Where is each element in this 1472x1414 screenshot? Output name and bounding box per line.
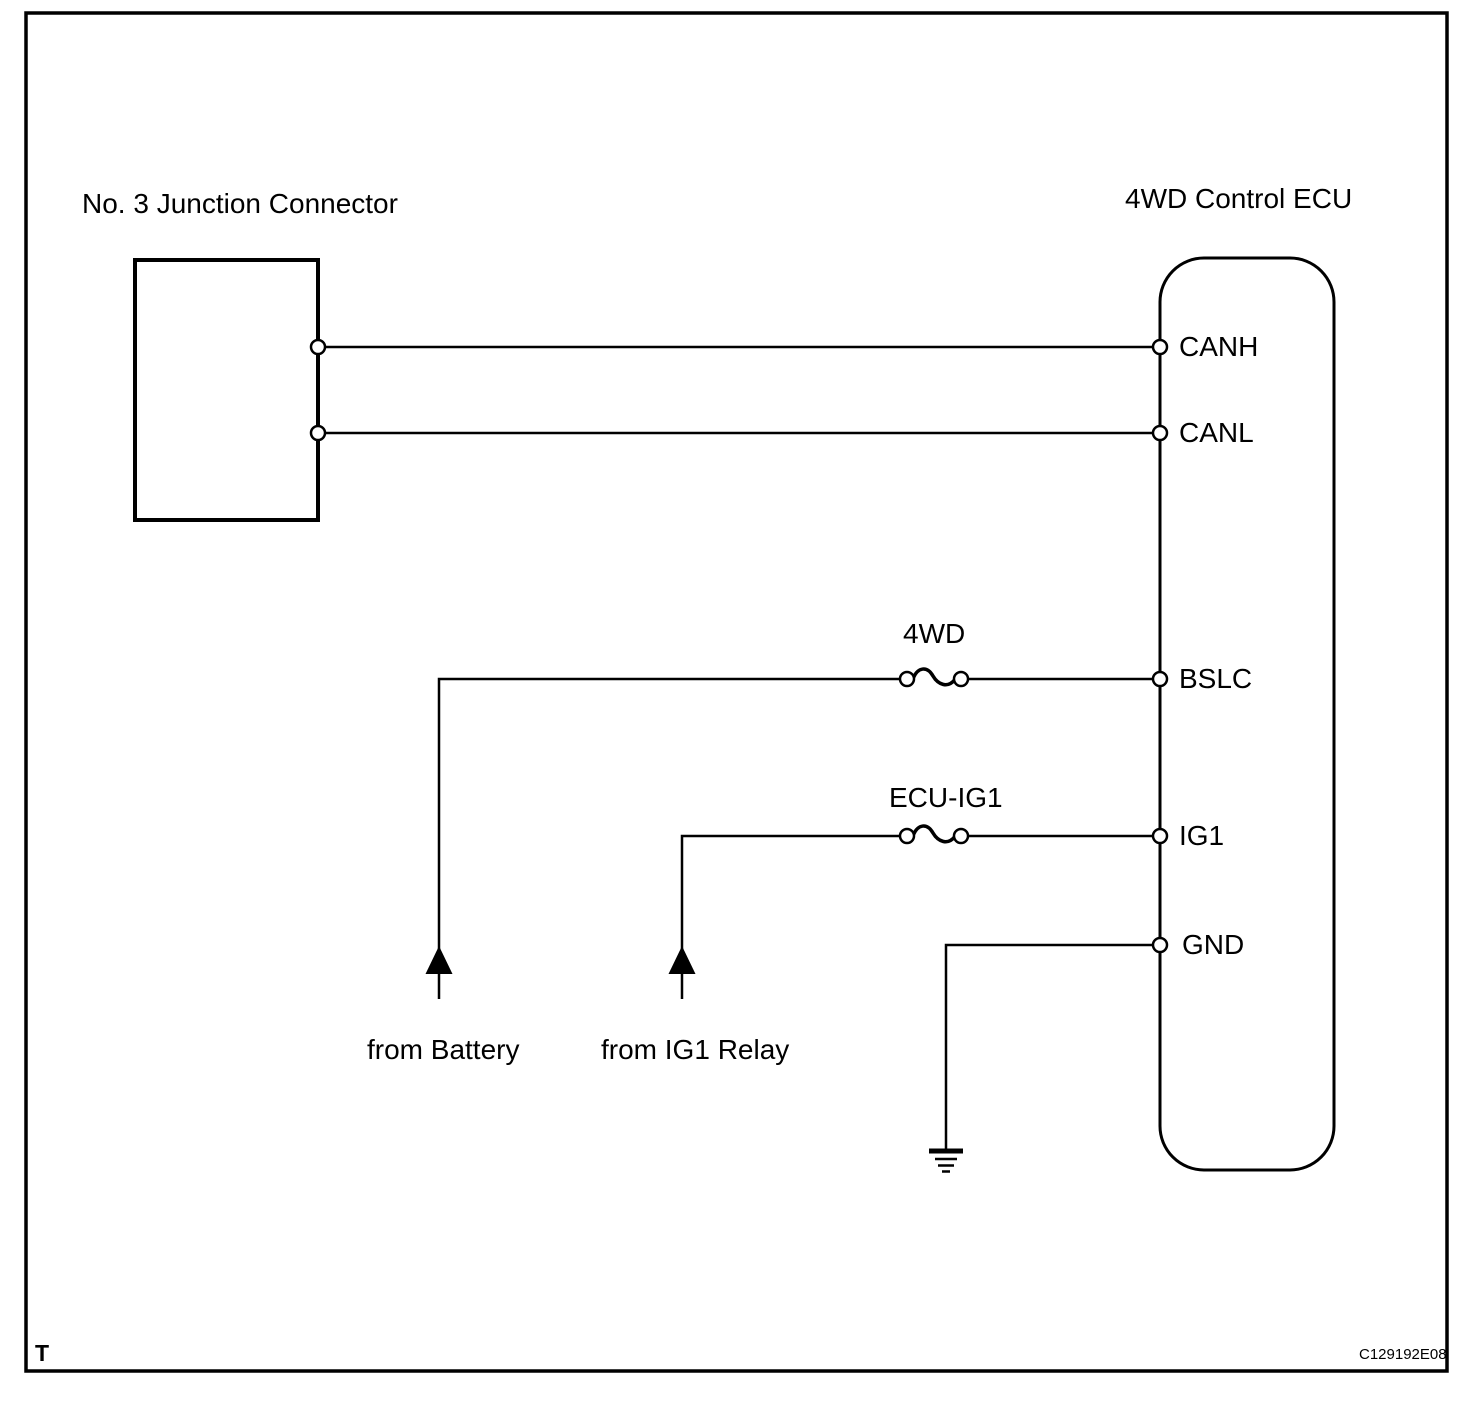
ecu-label: 4WD Control ECU — [1125, 183, 1352, 214]
ecu-pin-ig1 — [1151, 827, 1169, 845]
page-marker: T — [35, 1340, 49, 1366]
junction-pin-canh — [309, 338, 327, 356]
wire-gnd — [944, 943, 1160, 1149]
pin-label-canh: CANH — [1179, 331, 1258, 362]
ground-icon — [929, 1148, 963, 1173]
ig1-relay-arrow-icon — [668, 946, 696, 974]
pin-label-gnd: GND — [1182, 929, 1244, 960]
ig1-relay-source-label: from IG1 Relay — [601, 1034, 789, 1065]
junction-connector-label: No. 3 Junction Connector — [82, 188, 398, 219]
junction-pin-canl — [309, 424, 327, 442]
ecu-pin-gnd — [1151, 936, 1169, 954]
wire-ig1-left — [680, 834, 901, 999]
fuse-4wd-icon — [898, 667, 970, 688]
pin-label-bslc: BSLC — [1179, 663, 1252, 694]
ecu-pin-bslc — [1151, 670, 1169, 688]
pin-label-ig1: IG1 — [1179, 820, 1224, 851]
wire-bslc-left — [437, 677, 901, 999]
pin-label-canl: CANL — [1179, 417, 1254, 448]
fuse-ecu-ig1-icon — [898, 824, 970, 845]
battery-arrow-icon — [425, 946, 453, 974]
battery-source-label: from Battery — [367, 1034, 519, 1065]
fuse-ecu-ig1-label: ECU-IG1 — [889, 782, 1003, 813]
ecu-pin-canh — [1151, 338, 1169, 356]
ecu-box — [1158, 256, 1336, 1172]
diagram-code: C129192E08 — [1359, 1346, 1447, 1363]
fuse-4wd-label: 4WD — [903, 618, 965, 649]
ecu-pin-canl — [1151, 424, 1169, 442]
junction-connector-box — [133, 258, 320, 522]
